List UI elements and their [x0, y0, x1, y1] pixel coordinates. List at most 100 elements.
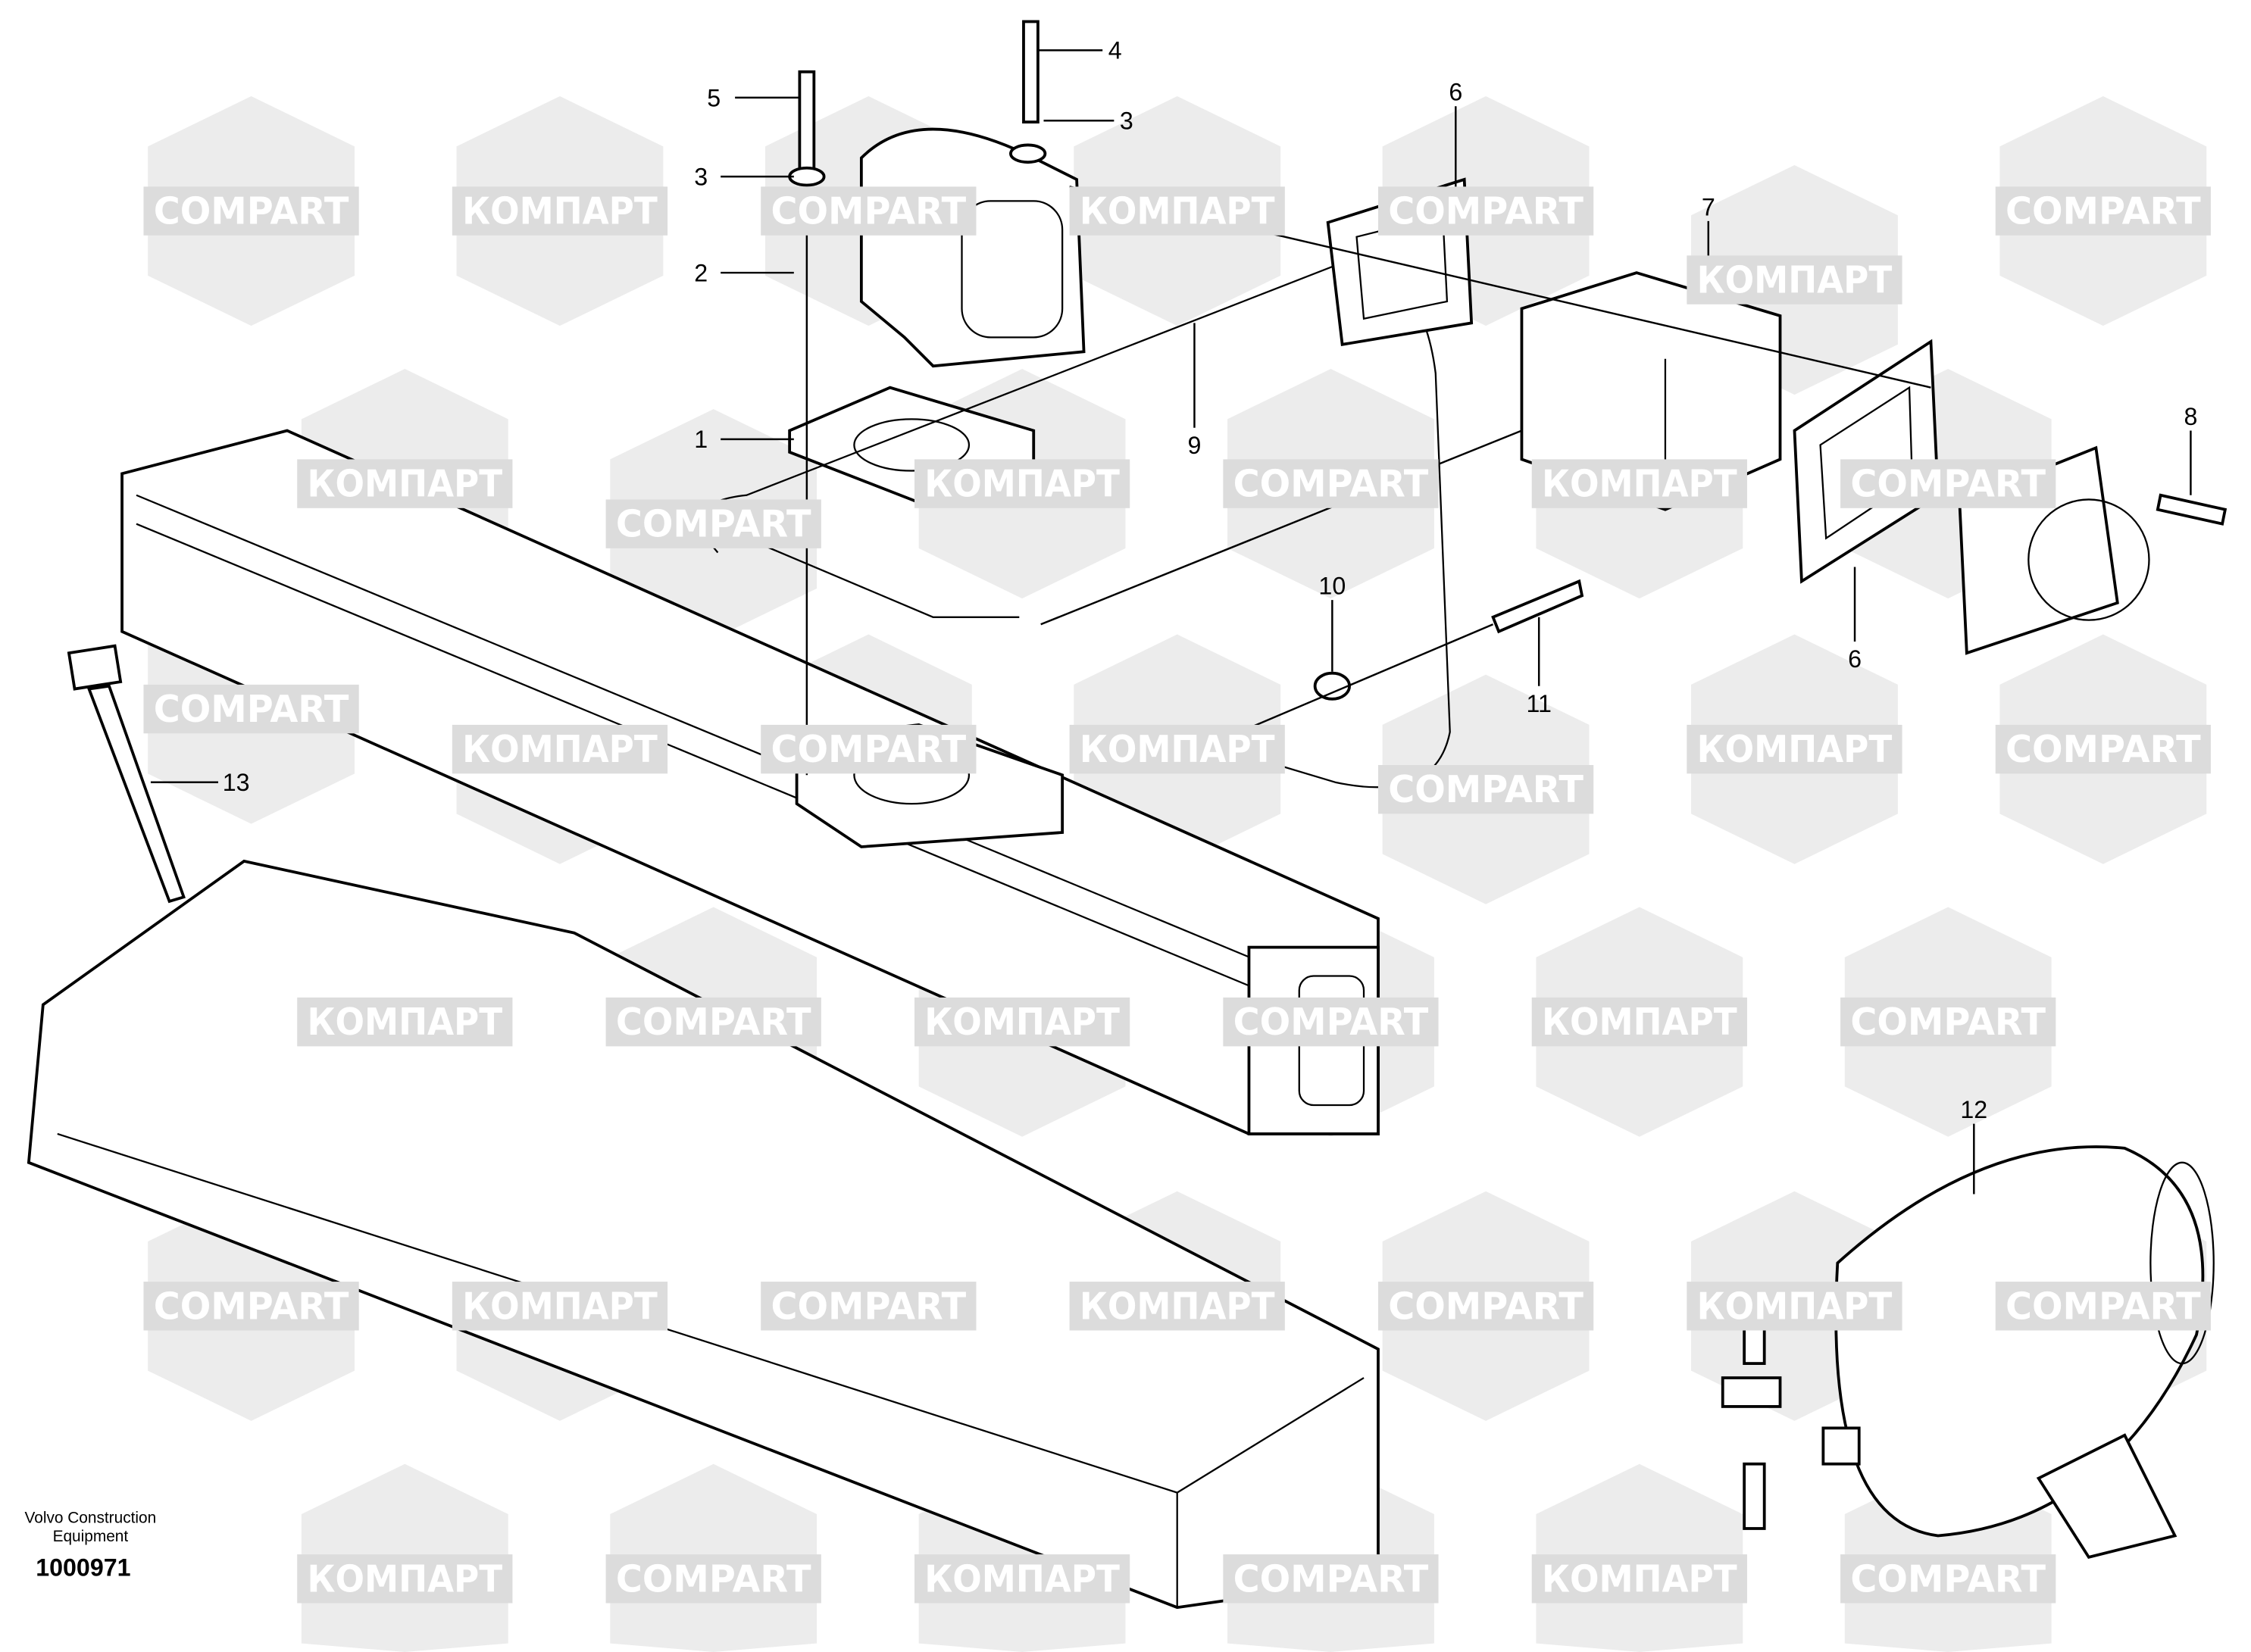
watermark-text: КОМПАРТ	[1542, 462, 1737, 506]
callout-9: 9	[1187, 432, 1201, 459]
watermark-text: КОМПАРТ	[307, 1557, 502, 1600]
watermark-text: КОМПАРТ	[1697, 258, 1893, 302]
watermark: КОМПАРТ	[1687, 1282, 1902, 1331]
watermark-text: КОМПАРТ	[1697, 727, 1893, 771]
watermark: КОМПАРТ	[297, 1554, 513, 1604]
watermark-text: COMPART	[1388, 767, 1584, 811]
watermark-text: COMPART	[616, 1557, 811, 1600]
callout-6: 6	[1848, 645, 1862, 673]
watermark: COMPART	[1995, 724, 2211, 774]
watermark-text: COMPART	[616, 1000, 811, 1044]
watermark: КОМПАРТ	[452, 186, 668, 236]
watermark: COMPART	[1377, 1282, 1594, 1331]
watermark: КОМПАРТ	[914, 997, 1130, 1047]
watermark-text: COMPART	[1233, 462, 1429, 506]
throttle-housing	[859, 127, 1086, 368]
watermark-text: КОМПАРТ	[307, 462, 502, 506]
watermark: COMPART	[143, 684, 359, 734]
watermark-text: COMPART	[154, 189, 349, 233]
callout-2: 2	[694, 259, 708, 286]
watermark-text: COMPART	[771, 1284, 966, 1328]
watermark-text: COMPART	[154, 1284, 349, 1328]
watermark-text: COMPART	[771, 189, 966, 233]
watermark-text: COMPART	[1850, 1557, 2046, 1600]
watermark-text: КОМПАРТ	[462, 1284, 658, 1328]
watermark: КОМПАРТ	[1069, 1282, 1285, 1331]
watermark-text: COMPART	[1388, 1284, 1584, 1328]
watermark-text: COMPART	[1233, 1000, 1429, 1044]
watermark: COMPART	[761, 186, 977, 236]
watermark: COMPART	[761, 1282, 977, 1331]
watermark: КОМПАРТ	[452, 724, 668, 774]
watermark: КОМПАРТ	[914, 1554, 1130, 1604]
callouts: 5 3 2 1 4 3 6 7 9 8 10 11 6 13 12 Volvo …	[25, 37, 2198, 1582]
watermark-text: КОМПАРТ	[1080, 189, 1275, 233]
watermark-text: COMPART	[1388, 189, 1584, 233]
watermark-text: COMPART	[616, 502, 811, 546]
watermark-text: COMPART	[2006, 727, 2201, 771]
callout-12: 12	[1960, 1096, 1987, 1123]
watermark-text: КОМПАРТ	[924, 1557, 1120, 1600]
company-name-line1: Volvo Construction	[25, 1509, 157, 1526]
drawing-number: 1000971	[36, 1554, 130, 1582]
watermark: COMPART	[1840, 1554, 2056, 1604]
watermark: КОМПАРТ	[452, 1282, 668, 1331]
watermark: COMPART	[605, 997, 821, 1047]
callout-3: 3	[694, 163, 708, 190]
callout-3: 3	[1120, 108, 1133, 135]
watermark: КОМПАРТ	[1531, 1554, 1747, 1604]
callout-4: 4	[1108, 37, 1122, 64]
watermark: COMPART	[1377, 764, 1594, 814]
watermark: COMPART	[1995, 1282, 2211, 1331]
callout-5: 5	[707, 84, 721, 111]
watermark: COMPART	[1223, 1554, 1439, 1604]
watermark-text: КОМПАРТ	[924, 1000, 1120, 1044]
watermark: COMPART	[143, 1282, 359, 1331]
watermark: КОМПАРТ	[1531, 459, 1747, 508]
watermark-text: КОМПАРТ	[924, 462, 1120, 506]
watermark-text: КОМПАРТ	[1542, 1000, 1737, 1044]
callout-8: 8	[2184, 403, 2197, 430]
watermark: COMPART	[1223, 997, 1439, 1047]
watermark: КОМПАРТ	[1069, 186, 1285, 236]
watermark: COMPART	[1995, 186, 2211, 236]
watermark-text: COMPART	[2006, 189, 2201, 233]
watermark: КОМПАРТ	[297, 997, 513, 1047]
watermark: COMPART	[1840, 997, 2056, 1047]
watermark: КОМПАРТ	[297, 459, 513, 508]
company-name-line2: Equipment	[53, 1528, 129, 1545]
callout-6: 6	[1449, 79, 1462, 106]
watermark-text: КОМПАРТ	[1080, 727, 1275, 771]
watermark-text: КОМПАРТ	[1542, 1557, 1737, 1600]
cylinder-head	[27, 859, 1380, 1610]
watermark-text: КОМПАРТ	[462, 189, 658, 233]
watermark: COMPART	[1223, 459, 1439, 508]
watermark-text: COMPART	[154, 687, 349, 731]
watermark: COMPART	[605, 1554, 821, 1604]
watermark-layer: COMPART КОМПАРТ COMPART КОМПАРТ COMPART КОМПА…	[143, 186, 2211, 1604]
watermark: COMPART	[605, 499, 821, 548]
small-bolts	[788, 20, 2228, 701]
solenoid	[1721, 1145, 2215, 1560]
callout-13: 13	[223, 769, 250, 796]
watermark: КОМПАРТ	[914, 459, 1130, 508]
watermark-text: КОМПАРТ	[462, 727, 658, 771]
bolt-13	[67, 644, 186, 904]
watermark: КОМПАРТ	[1687, 255, 1902, 304]
callout-7: 7	[1702, 193, 1715, 220]
watermark: COMPART	[143, 186, 359, 236]
callout-1: 1	[694, 426, 708, 453]
watermark: COMPART	[761, 724, 977, 774]
watermark-text: COMPART	[1233, 1557, 1429, 1600]
watermark: COMPART	[1377, 186, 1594, 236]
watermark-text: КОМПАРТ	[1697, 1284, 1893, 1328]
watermark-text: COMPART	[2006, 1284, 2201, 1328]
watermark-text: COMPART	[771, 727, 966, 771]
watermark-text: COMPART	[1850, 1000, 2046, 1044]
valve-unit	[1520, 271, 1782, 511]
watermark-text: КОМПАРТ	[1080, 1284, 1275, 1328]
watermark-text: COMPART	[1850, 462, 2046, 506]
watermark: КОМПАРТ	[1687, 724, 1902, 774]
callout-11: 11	[1526, 690, 1551, 717]
